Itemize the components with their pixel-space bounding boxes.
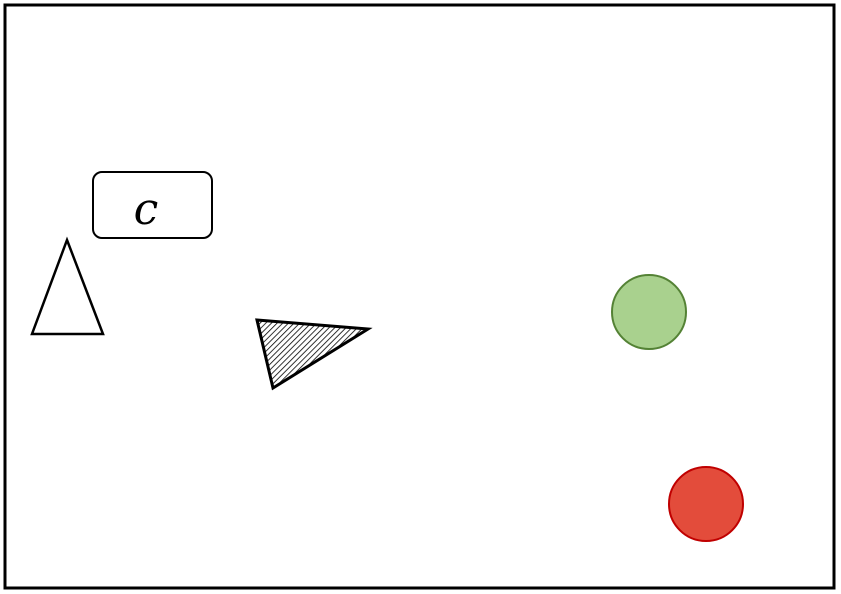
label-box-text: c — [134, 184, 159, 235]
red-circle — [668, 466, 744, 542]
green-circle — [611, 274, 687, 350]
outline-triangle — [30, 236, 105, 336]
hatched-triangle — [255, 318, 373, 391]
label-box: c — [92, 171, 213, 239]
label-box-border — [92, 171, 213, 239]
